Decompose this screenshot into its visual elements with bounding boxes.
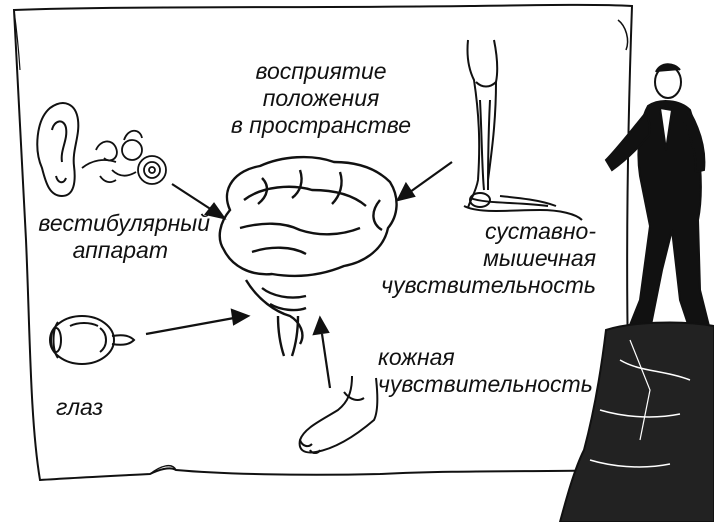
label-perception: восприятие положения в пространстве [214, 58, 428, 139]
label-vestibular-line1: вестибулярный [10, 210, 210, 237]
label-vestibular: вестибулярный аппарат [10, 210, 210, 264]
label-joint-muscle-line1: суставно- [330, 218, 596, 245]
label-joint-muscle-line2: мышечная [330, 245, 596, 272]
label-skin-line2: чувствительность [378, 371, 610, 398]
label-skin: кожная чувствительность [378, 344, 610, 398]
label-joint-muscle: суставно- мышечная чувствительность [330, 218, 596, 299]
label-perception-line1: восприятие [214, 58, 428, 85]
label-vestibular-line2: аппарат [10, 237, 168, 264]
label-eye: глаз [56, 394, 103, 421]
label-joint-muscle-line3: чувствительность [330, 272, 596, 299]
label-perception-line2: положения [214, 85, 428, 112]
label-skin-line1: кожная [378, 344, 610, 371]
label-perception-line3: в пространстве [214, 112, 428, 139]
